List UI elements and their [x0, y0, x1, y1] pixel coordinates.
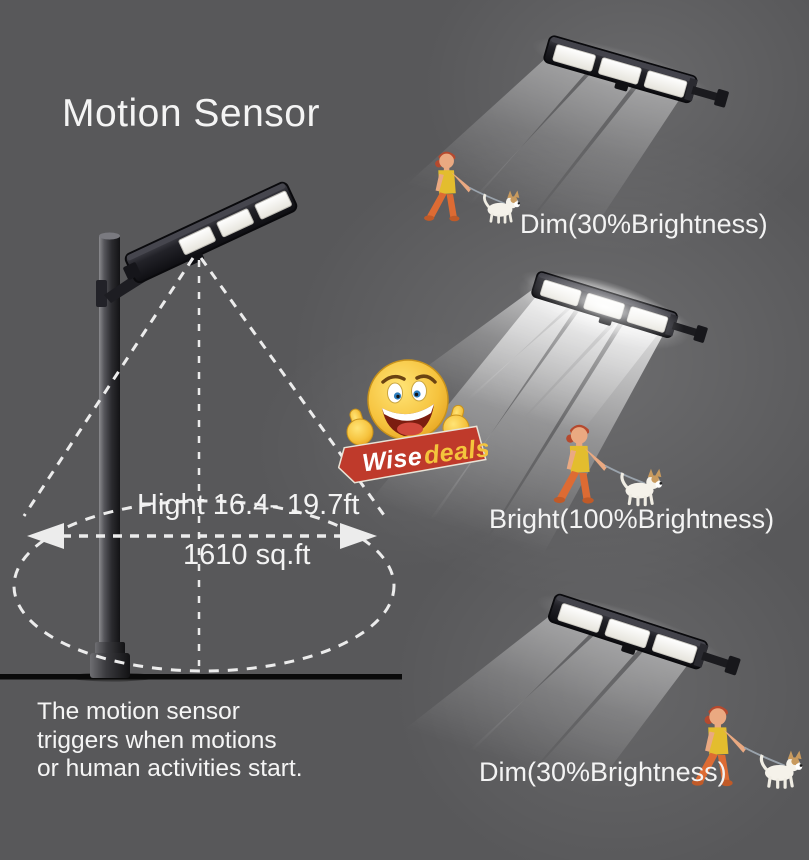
coverage-ellipse [12, 499, 396, 673]
page-title: Motion Sensor [62, 92, 320, 135]
wisedeals-logo: Wisedeals [338, 359, 488, 484]
street-light-middle [369, 233, 711, 578]
logo-banner: Wisedeals [338, 425, 488, 484]
caption-line-2: triggers when motions [37, 726, 277, 754]
brightness-label-bottom: Dim(30%Brightness) [479, 757, 727, 787]
ground-line [0, 674, 402, 680]
pole-base [90, 653, 130, 678]
brightness-label-top: Dim(30%Brightness) [520, 209, 768, 239]
caption-text: The motion sensor triggers when motions … [37, 698, 303, 784]
arrow-right-icon [340, 523, 377, 549]
pole-street-light [0, 181, 402, 682]
caption-line-1: The motion sensor [37, 698, 240, 725]
pole-lamp-head [123, 181, 298, 284]
coverage-area-label: 1610 sq.ft [183, 539, 311, 571]
detection-cone [12, 257, 396, 673]
caption-line-3: or human activities start. [37, 755, 303, 783]
height-range-label: Hight 16.4- 19.7ft [137, 489, 360, 521]
arrow-left-icon [27, 523, 64, 549]
width-arrow [27, 523, 377, 549]
brightness-label-middle: Bright(100%Brightness) [489, 504, 775, 534]
pole [99, 236, 120, 656]
